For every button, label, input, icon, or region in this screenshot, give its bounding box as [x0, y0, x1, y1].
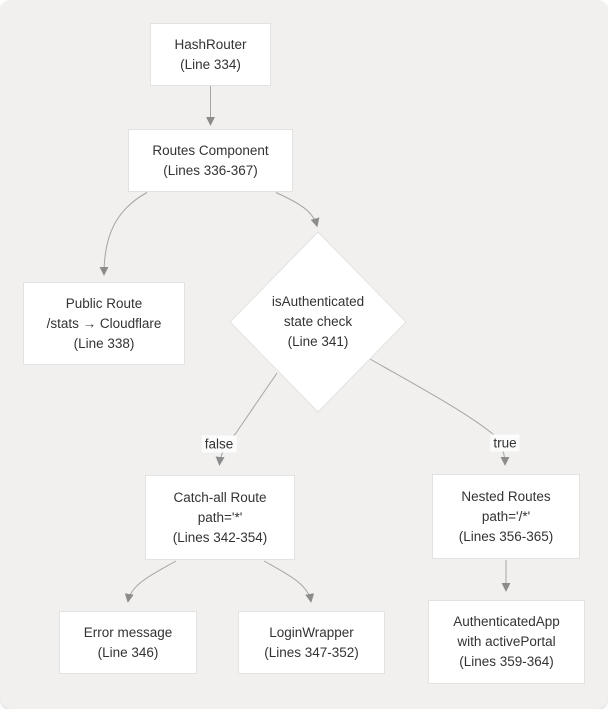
node-error-message-line: (Line 346): [97, 644, 159, 660]
edge-auth-check-true-to-nested: [369, 358, 510, 466]
edge-routes-to-public-route: [99, 192, 148, 276]
node-auth-check-line: isAuthenticated: [271, 294, 365, 309]
node-auth-check-line: (Line 341): [287, 334, 349, 349]
node-catch-all-route: Catch-all Route path='*' (Lines 342-354): [145, 475, 295, 560]
node-public-route-line: Public Route: [65, 295, 143, 311]
node-login-wrapper: LoginWrapper (Lines 347-352): [238, 611, 385, 674]
node-catch-all-route-line: (Lines 342-354): [172, 529, 268, 545]
edge-routes-to-auth-check: [275, 192, 320, 228]
edge-catch-all-to-error: [124, 560, 177, 603]
auth-check-diamond-shape: [229, 231, 407, 413]
node-authenticated-app-line: AuthenticatedApp: [453, 614, 560, 629]
node-authenticated-app-line: with activePortal: [457, 634, 556, 649]
edge-catch-all-to-login: [263, 560, 315, 603]
node-error-message: Error message (Line 346): [59, 611, 197, 674]
node-nested-routes: Nested Routes path='/*' (Lines 356-365): [432, 474, 580, 559]
node-login-wrapper-line: LoginWrapper: [269, 624, 354, 640]
node-nested-routes-line: Nested Routes: [461, 488, 551, 504]
node-authenticated-app: AuthenticatedApp with activePortal (Line…: [428, 600, 585, 684]
node-public-route-line: (Line 338): [73, 335, 135, 351]
node-catch-all-route-line: path='*': [197, 509, 243, 525]
node-login-wrapper-line: (Lines 347-352): [264, 644, 359, 660]
node-routes-component-line: (Lines 336-367): [163, 162, 258, 178]
node-hashrouter: HashRouter (Line 334): [150, 23, 271, 86]
node-public-route: Public Route /stats → Cloudflare (Line 3…: [23, 282, 185, 365]
node-public-route-line: /stats → Cloudflare: [46, 315, 162, 331]
node-authenticated-app-line: (Lines 359-364): [459, 654, 554, 669]
edge-label-false: false: [201, 435, 237, 453]
node-hashrouter-line: (Line 334): [180, 56, 241, 72]
node-nested-routes-line: (Lines 356-365): [458, 528, 554, 544]
node-hashrouter-line: HashRouter: [174, 36, 247, 52]
node-routes-component-line: Routes Component: [152, 142, 269, 158]
node-catch-all-route-line: Catch-all Route: [173, 489, 267, 505]
node-auth-check: isAuthenticated state check (Line 341): [238, 292, 398, 352]
node-auth-check-line: state check: [283, 314, 353, 329]
edge-label-true: true: [490, 434, 520, 452]
node-nested-routes-line: path='/*': [481, 508, 531, 524]
node-routes-component: Routes Component (Lines 336-367): [128, 129, 293, 192]
node-error-message-line: Error message: [83, 624, 173, 640]
